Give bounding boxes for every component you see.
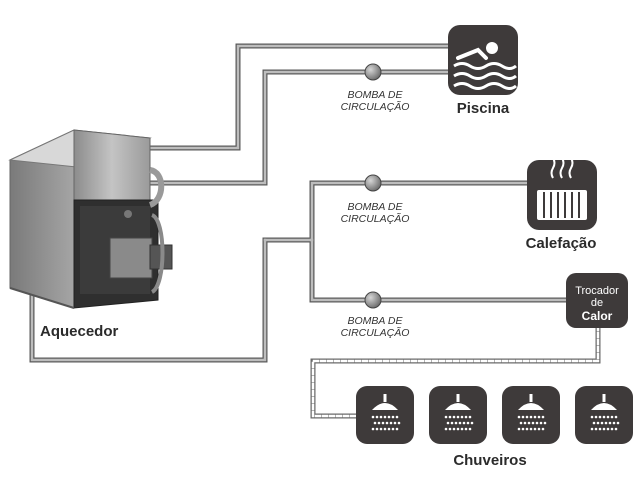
exchanger-label-line3: Calor [582,309,613,323]
pump-3: BOMBA DE CIRCULAÇÃO [341,291,410,339]
pump-icon [364,291,382,309]
pool-label: Piscina [457,100,510,117]
pump-label-line2: CIRCULAÇÃO [341,100,410,113]
heating-unit: Calefação [526,157,597,252]
shower-icon [575,386,633,444]
swimming-pool-icon [448,25,518,95]
showers-label: Chuveiros [453,452,526,469]
pump-icon [364,174,382,192]
pump-2: BOMBA DE CIRCULAÇÃO [341,174,410,225]
pump-label-line2: CIRCULAÇÃO [341,212,410,225]
exchanger-label-line1: Trocador [575,285,619,297]
showers-group [356,386,633,444]
pipes [29,43,601,419]
pump-label-line1: BOMBA DE [347,315,403,327]
shower-icon [356,386,414,444]
heating-label: Calefação [526,235,597,252]
heater-illustration [8,129,173,309]
pump-label-line2: CIRCULAÇÃO [341,326,410,339]
pump-icon [364,63,382,81]
heater-label: Aquecedor [40,323,119,340]
heat-exchanger-box [566,273,628,328]
pump-1: BOMBA DE CIRCULAÇÃO [341,63,410,113]
shower-icon [502,386,560,444]
pump-label-line1: BOMBA DE [347,89,403,101]
exchanger-label-line2: de [591,297,603,309]
heat-exchanger: Trocador de Calor [566,273,628,328]
pool-unit: Piscina [448,25,518,117]
pump-label-line1: BOMBA DE [347,201,403,213]
shower-icon [429,386,487,444]
